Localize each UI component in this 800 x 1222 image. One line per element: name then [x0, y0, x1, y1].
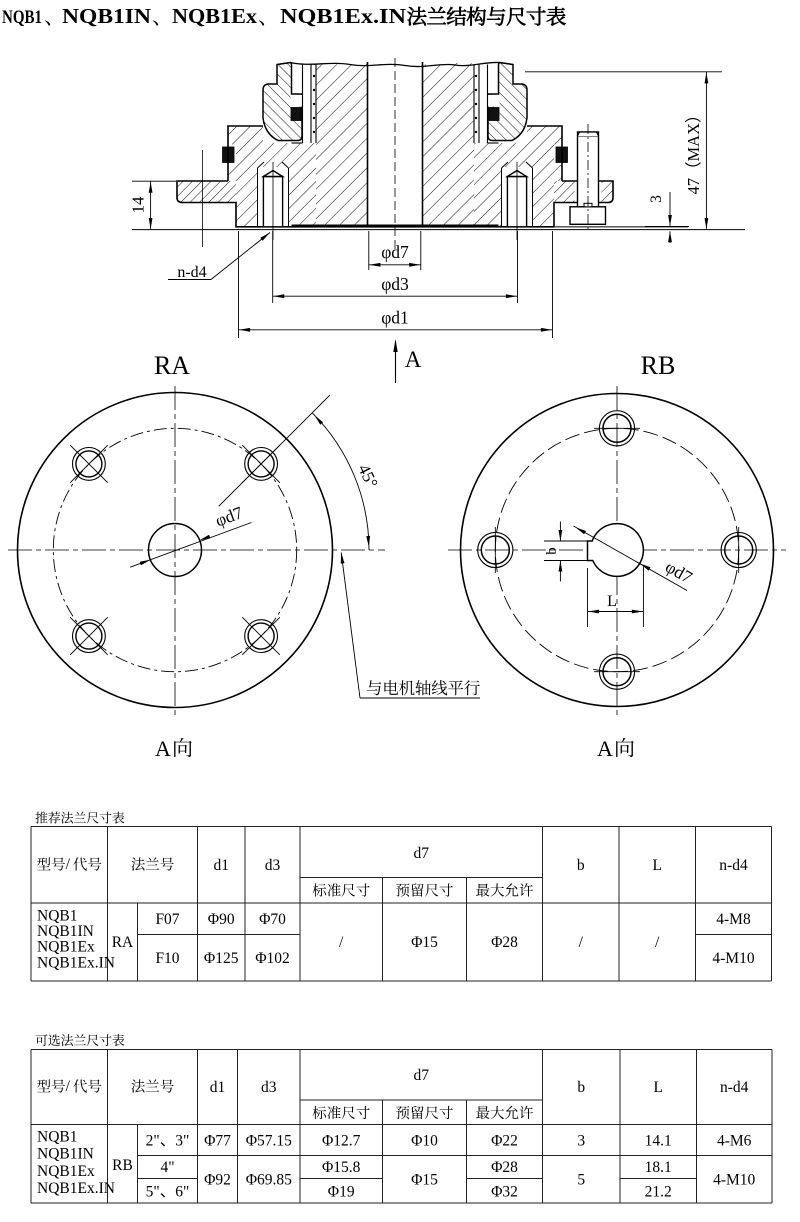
svg-text:5"、6": 5"、6"	[146, 1184, 190, 1201]
svg-text:Φ32: Φ32	[491, 1184, 518, 1201]
svg-text:n-d4: n-d4	[177, 264, 206, 281]
svg-text:NQB1: NQB1	[2, 7, 42, 28]
svg-text:/: /	[66, 856, 71, 873]
svg-text:b: b	[544, 547, 560, 555]
svg-text:NQB1IN: NQB1IN	[37, 923, 94, 940]
svg-text:2"、3": 2"、3"	[146, 1133, 190, 1150]
svg-text:3: 3	[648, 195, 665, 203]
svg-text:NQB1Ex.IN: NQB1Ex.IN	[37, 1180, 115, 1197]
svg-text:L: L	[607, 593, 617, 610]
svg-text:A: A	[597, 736, 613, 761]
svg-text:14.1: 14.1	[645, 1133, 672, 1150]
svg-text:Φ10: Φ10	[411, 1133, 438, 1150]
svg-text:Φ19: Φ19	[328, 1184, 355, 1201]
svg-text:NQB1: NQB1	[37, 1129, 77, 1146]
svg-text:18.1: 18.1	[645, 1159, 672, 1176]
svg-text:RA: RA	[112, 934, 134, 951]
svg-text:4-M10: 4-M10	[713, 1172, 755, 1189]
svg-text:Φ125: Φ125	[204, 950, 239, 967]
svg-text:Φ28: Φ28	[491, 934, 518, 951]
svg-text:NQB1Ex: NQB1Ex	[37, 939, 95, 956]
svg-text:d1: d1	[210, 1079, 226, 1096]
svg-text:d7: d7	[413, 845, 429, 862]
svg-text:d7: d7	[413, 1067, 429, 1084]
svg-text:14: 14	[129, 196, 148, 214]
svg-text:n-d4: n-d4	[720, 1079, 749, 1096]
svg-text:d3: d3	[265, 857, 281, 874]
svg-text:4": 4"	[160, 1159, 174, 1176]
svg-text:NQB1Ex.IN: NQB1Ex.IN	[280, 4, 406, 28]
svg-text:n-d4: n-d4	[719, 857, 748, 874]
svg-text:RA: RA	[154, 351, 190, 380]
svg-text:47（MAX）: 47（MAX）	[684, 106, 703, 194]
svg-text:NQB1Ex: NQB1Ex	[172, 4, 258, 28]
svg-text:b: b	[577, 1079, 585, 1096]
svg-text:F07: F07	[155, 911, 179, 928]
svg-text:φd3: φd3	[381, 274, 409, 294]
svg-text:Φ70: Φ70	[259, 911, 286, 928]
svg-text:Φ102: Φ102	[255, 950, 290, 967]
svg-text:A: A	[155, 736, 171, 761]
svg-text:Φ77: Φ77	[204, 1133, 231, 1150]
svg-text:5: 5	[577, 1172, 585, 1189]
svg-text:φd7: φd7	[381, 242, 409, 262]
svg-text:NQB1Ex.IN: NQB1Ex.IN	[37, 954, 115, 971]
svg-text:L: L	[652, 857, 661, 874]
svg-text:d3: d3	[261, 1079, 277, 1096]
svg-text:/: /	[579, 934, 584, 951]
svg-text:F10: F10	[155, 950, 179, 967]
svg-text:NQB1Ex: NQB1Ex	[37, 1163, 95, 1180]
svg-text:b: b	[577, 857, 585, 874]
svg-text:Φ15: Φ15	[411, 1172, 438, 1189]
svg-text:Φ22: Φ22	[491, 1133, 518, 1150]
svg-text:4-M6: 4-M6	[717, 1133, 752, 1150]
svg-text:/: /	[655, 934, 660, 951]
svg-text:/: /	[339, 934, 344, 951]
svg-text:Φ90: Φ90	[208, 911, 235, 928]
svg-text:RB: RB	[112, 1157, 133, 1174]
svg-text:Φ28: Φ28	[491, 1159, 518, 1176]
svg-text:NQB1: NQB1	[37, 908, 77, 925]
svg-text:d1: d1	[213, 857, 229, 874]
svg-text:4-M10: 4-M10	[712, 950, 754, 967]
svg-text:Φ15.8: Φ15.8	[322, 1159, 361, 1176]
svg-text:NQB1IN: NQB1IN	[37, 1146, 94, 1163]
svg-text:Φ69.85: Φ69.85	[246, 1172, 292, 1189]
svg-text:4-M8: 4-M8	[716, 911, 751, 928]
svg-text:RB: RB	[641, 351, 676, 380]
svg-text:φd1: φd1	[381, 308, 409, 328]
svg-text:21.2: 21.2	[645, 1184, 672, 1201]
svg-text:A: A	[405, 347, 422, 372]
svg-text:/: /	[66, 1078, 71, 1095]
svg-text:L: L	[653, 1079, 662, 1096]
svg-text:Φ15: Φ15	[411, 934, 438, 951]
svg-text:Φ12.7: Φ12.7	[322, 1133, 361, 1150]
svg-text:Φ92: Φ92	[204, 1172, 231, 1189]
svg-text:3: 3	[577, 1133, 585, 1150]
svg-text:NQB1IN: NQB1IN	[62, 4, 151, 28]
svg-text:Φ57.15: Φ57.15	[246, 1133, 292, 1150]
